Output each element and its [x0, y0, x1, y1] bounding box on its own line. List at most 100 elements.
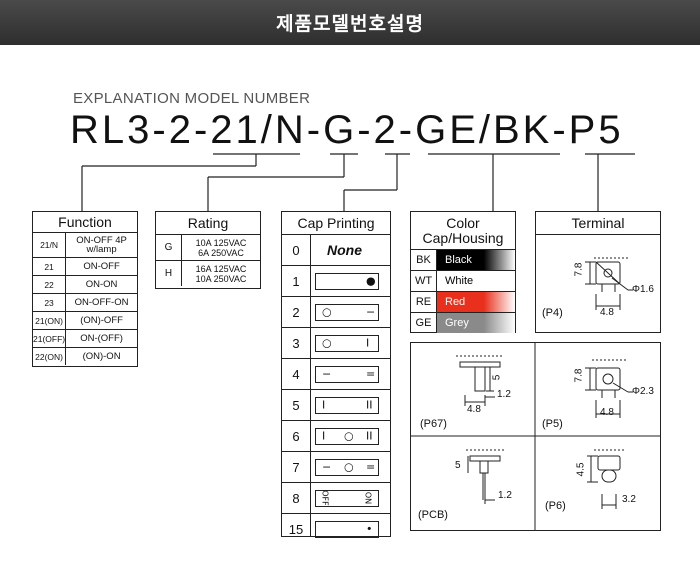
cap-symbol: ○I — [310, 334, 390, 352]
cap-mark: I — [366, 336, 370, 350]
color-code: WT — [411, 271, 437, 291]
cap-symbol: −○ = — [310, 458, 390, 476]
color-code: RE — [411, 292, 437, 312]
subtitle: EXPLANATION MODEL NUMBER — [73, 90, 311, 107]
cap-number: 6 — [292, 428, 300, 444]
list-item: 2○− — [282, 297, 390, 328]
function-desc: ON-OFF 4P w/lamp — [65, 233, 137, 258]
p67-label: (P67) — [420, 418, 447, 430]
cap-mark: II — [366, 429, 373, 443]
p5-height: 7.8 — [573, 368, 585, 383]
cap-mark: I — [322, 398, 326, 412]
cap-mark: • — [366, 522, 373, 536]
cap-outline: ● — [315, 272, 379, 290]
cap-mark: I — [322, 429, 326, 443]
p4-height: 7.8 — [573, 262, 585, 277]
cap-outline: ○I — [315, 334, 379, 352]
list-item: 3○I — [282, 328, 390, 359]
pcb-height: 5 — [455, 460, 461, 471]
pcb-label: (PCB) — [418, 509, 448, 521]
color-swatch: Black — [437, 250, 515, 270]
color-swatch: White — [437, 271, 515, 291]
cap-mark: ○ — [344, 429, 354, 443]
color-swatch: Grey — [437, 313, 515, 333]
cap-outline: • — [315, 520, 379, 538]
p6-label: (P6) — [545, 500, 566, 512]
color-code: BK — [411, 250, 437, 270]
cap-symbol: ○− — [310, 303, 390, 321]
color-title: Color Cap/Housing — [411, 212, 515, 249]
cap-mark: − — [322, 367, 332, 381]
cap-outline: I ○ II — [315, 427, 379, 445]
model-number: RL3-2-21/N-G-2-GE/BK-P5 — [70, 108, 624, 152]
function-desc: ON-(OFF) — [65, 329, 137, 348]
cap-number: 1 — [292, 273, 300, 289]
cap-symbol: None — [310, 242, 390, 258]
color-title-line: Color — [446, 215, 480, 231]
list-item: 6 I ○ II — [282, 421, 390, 452]
cap-mark: II — [366, 398, 373, 412]
table-row: 21(ON)(ON)-OFF — [33, 311, 137, 330]
cap-number: 0 — [292, 242, 300, 258]
cap-number: 2 — [292, 304, 300, 320]
cap-mark: − — [322, 460, 332, 474]
cap-outline: ○− — [315, 303, 379, 321]
cap-number: 8 — [292, 490, 300, 506]
cap-number: 4 — [292, 366, 300, 382]
page-header: 제품모델번호설명 — [0, 0, 700, 45]
list-item: 1● — [282, 266, 390, 297]
rating-line: 16A 125VAC — [195, 263, 247, 274]
cap-mark: − — [366, 305, 376, 319]
none-label: None — [327, 242, 362, 258]
terminal-box: Terminal — [535, 211, 661, 333]
p67-width: 4.8 — [467, 404, 481, 415]
cap-number: 5 — [292, 397, 300, 413]
table-row: 22(ON)(ON)-ON — [33, 347, 137, 365]
cap-mark: ○ — [322, 305, 332, 319]
cap-mark: = — [366, 460, 376, 474]
p5-width: 4.8 — [600, 407, 614, 418]
list-item: 0 None — [282, 235, 390, 266]
rating-line: 10A 250VAC — [195, 273, 247, 284]
cap-symbol: • — [310, 520, 390, 538]
rating-line: 10A 125VAC — [195, 237, 247, 248]
p6-width: 3.2 — [622, 494, 636, 505]
cap-mark: ○ — [322, 336, 332, 350]
terminal-title: Terminal — [536, 212, 660, 235]
p5-label: (P5) — [542, 418, 563, 430]
cap-outline: −= — [315, 365, 379, 383]
cap-symbol: I ○ II — [310, 427, 390, 445]
cap-outline: −○ = — [315, 458, 379, 476]
cap-number: 15 — [288, 521, 304, 537]
function-desc: (ON)-ON — [65, 347, 137, 365]
function-title: Function — [33, 212, 137, 233]
pcb-thickness: 1.2 — [498, 490, 512, 501]
list-item: 4 −= — [282, 359, 390, 390]
cap-mark: ○ — [344, 460, 354, 474]
cap-number: 7 — [292, 459, 300, 475]
cap-symbol: −= — [310, 365, 390, 383]
list-item: 15 • — [282, 514, 390, 544]
cap-mark: ● — [366, 274, 376, 288]
p4-diameter: Φ1.6 — [632, 284, 654, 295]
table-row: 21(OFF)ON-(OFF) — [33, 329, 137, 348]
